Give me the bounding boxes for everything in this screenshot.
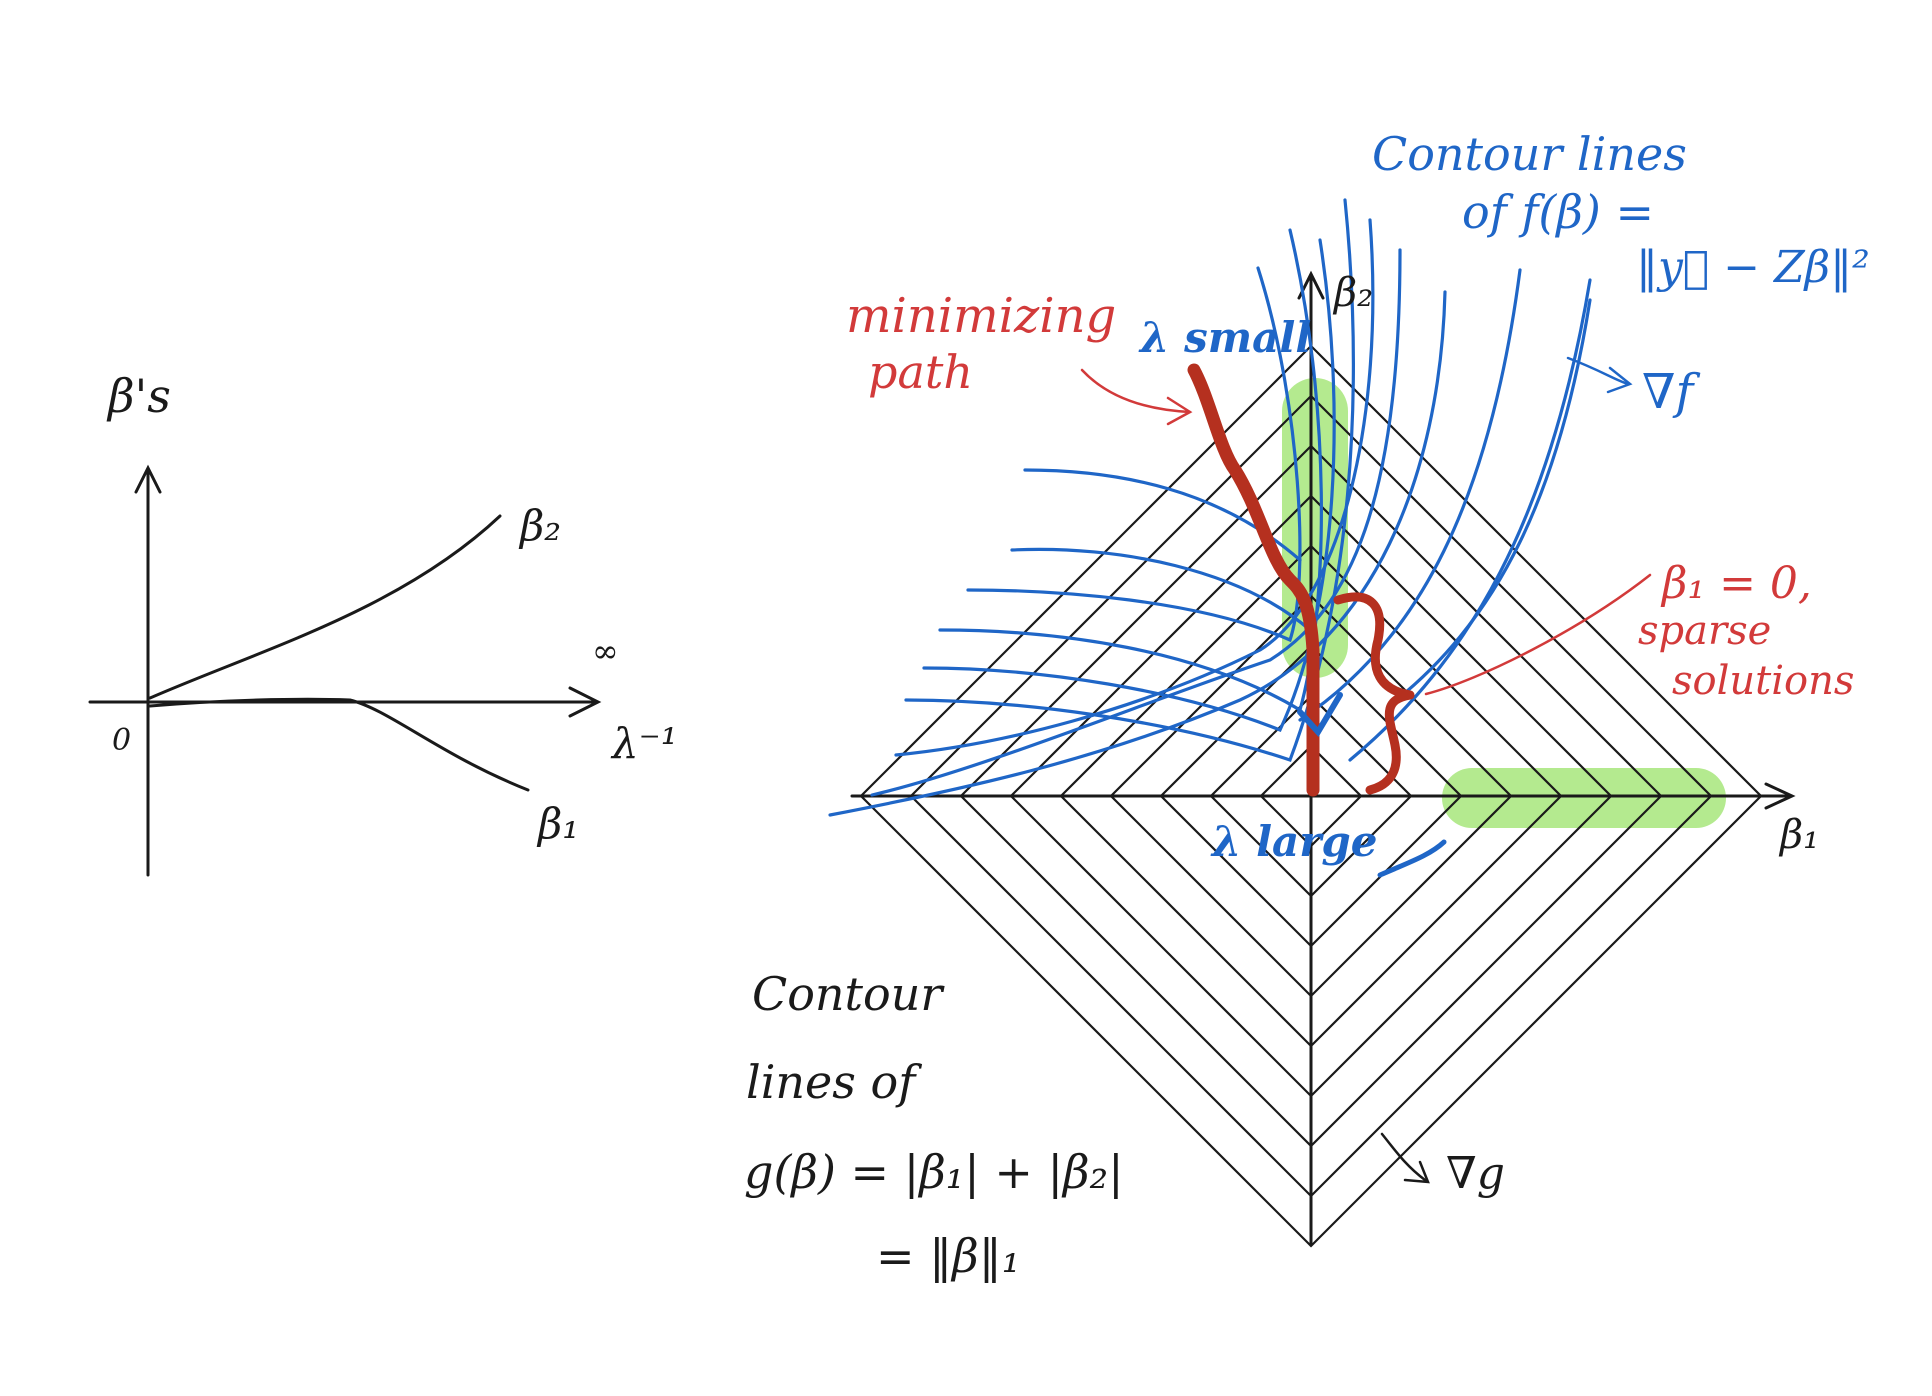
f-contour-title-line1: Contour lines xyxy=(1372,127,1687,181)
grad-f-arrowhead xyxy=(1606,366,1633,394)
minimizing-path-label-line2: path xyxy=(868,345,973,399)
g-contour-title-line2: lines of xyxy=(746,1055,922,1109)
g-contour-title-line4: = ‖β‖₁ xyxy=(876,1229,1020,1283)
lambda-large-label: λ large xyxy=(1210,817,1377,866)
f-contour-line xyxy=(966,266,1302,643)
left-x-label: λ⁻¹ xyxy=(610,719,678,768)
f-contour-line xyxy=(938,228,1323,713)
grad-g-label: ∇g xyxy=(1446,1148,1505,1199)
f-contour-line xyxy=(1010,547,1312,632)
curve-beta1 xyxy=(148,697,530,792)
f-contour-line xyxy=(894,218,1375,757)
left-origin-label: 0 xyxy=(112,723,131,758)
f-contour-line xyxy=(922,238,1336,733)
path-pointer-arrowhead xyxy=(1166,396,1193,426)
right-y-axis-label: β₂ xyxy=(1332,270,1373,316)
beta1-curve-label: β₁ xyxy=(536,799,579,848)
right-x-axis-arrow xyxy=(1764,782,1796,810)
f-contour-line xyxy=(1348,278,1592,762)
f-contour-line xyxy=(828,290,1447,817)
grad-g-arrow xyxy=(1380,1132,1427,1182)
curve-beta2 xyxy=(148,514,502,700)
f-contour-title-line2: of f(β) = xyxy=(1462,185,1654,239)
sparse-pointer-line xyxy=(1424,573,1652,696)
g-contour-title-line3: g(β) = |β₁| + |β₂| xyxy=(744,1145,1124,1199)
minimizing-path-label-line1: minimizing xyxy=(846,288,1116,344)
sparse-brace xyxy=(1333,592,1415,795)
f-contour-line xyxy=(904,198,1355,763)
sparse-label-line3: solutions xyxy=(1672,658,1854,704)
left-infinity-label: ∞ xyxy=(592,632,619,670)
right-x-axis-label: β₁ xyxy=(1778,812,1819,858)
beta2-curve-label: β₂ xyxy=(518,501,561,550)
lambda-small-label: λ small xyxy=(1138,313,1311,362)
check-mark-icon xyxy=(1297,692,1343,738)
sparse-label-line2: sparse xyxy=(1638,608,1771,654)
f-contour-title-line3: ‖y⃗ − Zβ‖² xyxy=(1636,242,1870,293)
f-contour-lines xyxy=(828,198,1592,817)
left-plot: β's λ⁻¹ 0 ∞ β₂ β₁ xyxy=(88,369,678,877)
highlight-beta1-axis xyxy=(1442,768,1726,828)
f-contour-line xyxy=(870,248,1402,797)
minimizing-path xyxy=(1187,363,1320,797)
left-y-axis-arrow xyxy=(134,464,162,494)
left-x-axis-arrow xyxy=(568,686,602,718)
grad-f-arrow xyxy=(1566,356,1630,386)
lambda-large-underline xyxy=(1377,839,1447,878)
path-pointer-arrow xyxy=(1080,368,1192,414)
f-contour-line xyxy=(1388,298,1592,707)
right-plot: β₁ β₂ Contour lines of f(β) = ‖y⃗ − Zβ‖²… xyxy=(744,127,1870,1283)
g-contour-title-line1: Contour xyxy=(752,967,945,1021)
grad-g-arrowhead xyxy=(1403,1160,1430,1184)
sparse-label-line1: β₁ = 0, xyxy=(1660,558,1812,609)
left-y-label: β's xyxy=(106,369,171,423)
f-contour-line xyxy=(1298,268,1522,722)
grad-f-label: ∇f xyxy=(1642,364,1701,420)
